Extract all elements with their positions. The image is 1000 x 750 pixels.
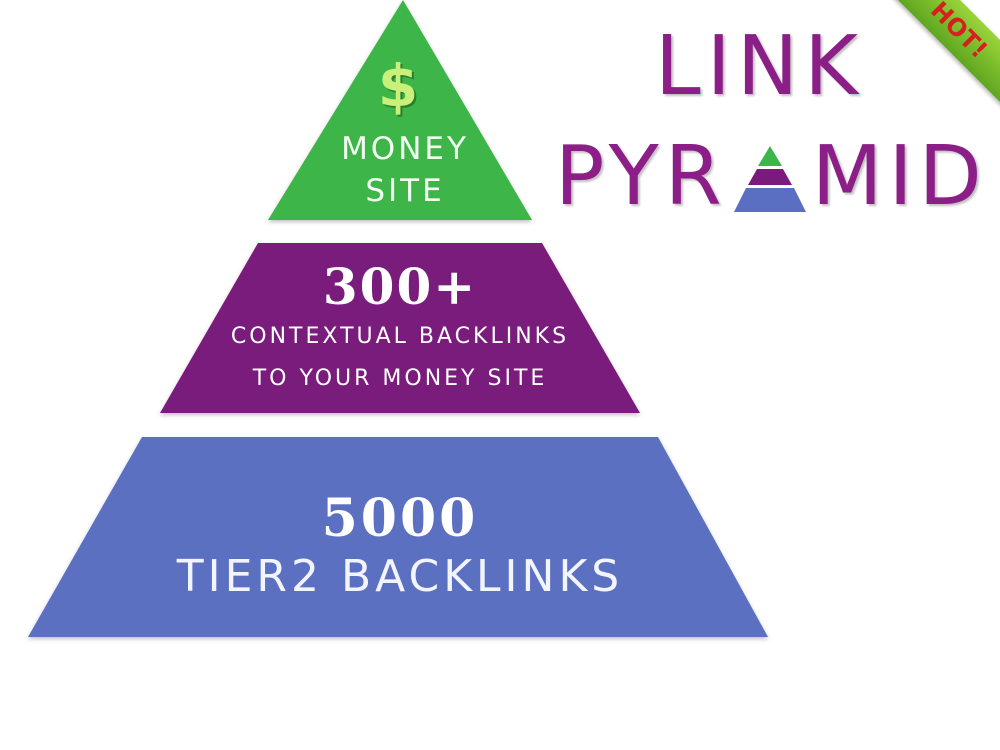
money-line: MONEY [341, 131, 469, 167]
logo-word-pyr: PYR [555, 129, 728, 224]
logo-word-link: LINK [655, 19, 864, 114]
tier2-backlinks-label: 5000 TIER2 BACKLINKS [60, 488, 740, 604]
svg-text:$: $ [380, 54, 420, 122]
money-site-label: MONEY SITE [300, 128, 510, 212]
logo-word-mid: MID [811, 129, 988, 224]
pyramid-top-tier [268, 0, 532, 220]
pyramid-base-tier [28, 437, 768, 637]
contextual-line-1: CONTEXTUAL BACKLINKS [230, 324, 570, 349]
tier2-line: TIER2 BACKLINKS [176, 551, 624, 602]
contextual-line-2: TO YOUR MONEY SITE [252, 366, 548, 391]
tier2-count: 5000 [321, 488, 479, 549]
mini-pyramid-icon [733, 146, 806, 212]
svg-text:$: $ [378, 52, 418, 120]
pyramid-middle-tier [160, 243, 640, 413]
contextual-backlinks-label: 300+ CONTEXTUAL BACKLINKS TO YOUR MONEY … [170, 258, 630, 400]
site-line: SITE [365, 173, 445, 209]
contextual-count: 300+ [322, 257, 478, 316]
logo-word-pyramid: PYR MID [555, 132, 988, 222]
dollar-sign-icon: $ $ [378, 52, 420, 122]
